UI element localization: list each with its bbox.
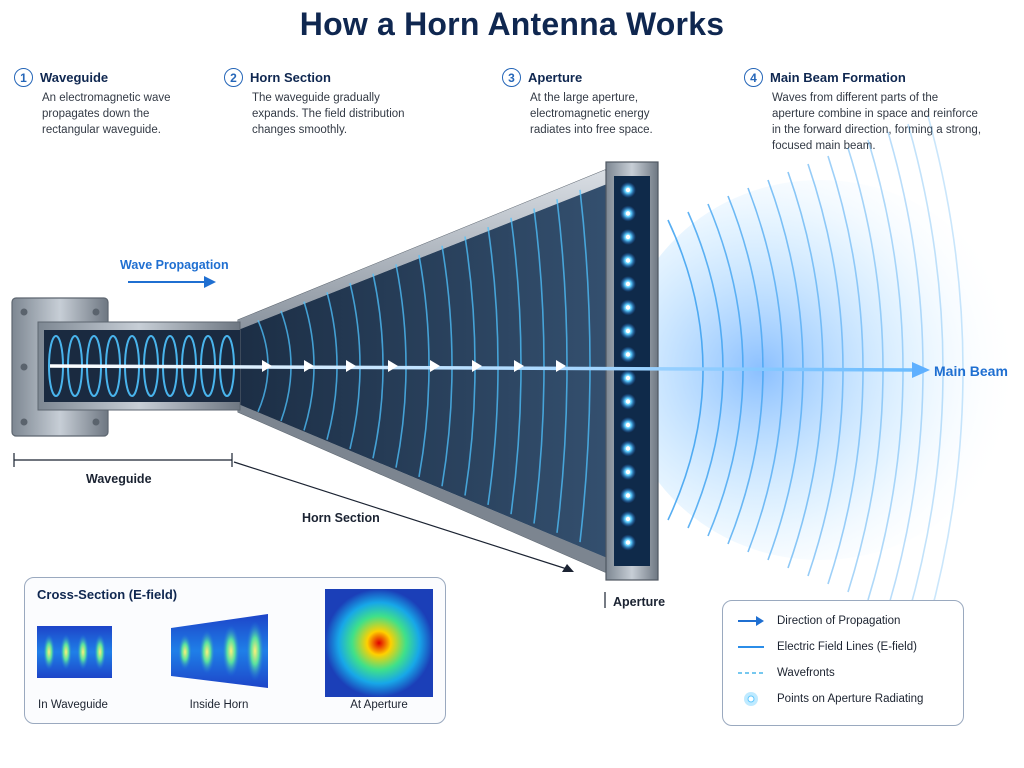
legend-item: Points on Aperture Radiating [737,692,924,706]
arrow-icon [737,615,765,627]
aperture-label: Aperture [613,595,666,609]
cross-section-label: At Aperture [350,699,408,711]
step-title: Waveguide [40,70,109,85]
glow-dot-icon [737,692,765,706]
field-arc [556,199,568,533]
cross-section-figures [37,589,433,697]
cross-section-waveguide [37,626,112,678]
aperture-point-core [625,422,631,428]
legend-label: Electric Field Lines (E-field) [777,641,917,653]
solid-line-icon [737,641,765,653]
cross-section-panel: Cross-Section (E-field) In Waveguide Ins… [24,577,446,724]
propagation-arrowhead [262,360,272,372]
cross-section-title: Cross-Section (E-field) [37,587,178,602]
step-body: The waveguide gradually expands. The fie… [252,92,405,136]
step-title: Main Beam Formation [770,70,906,85]
aperture-point-core [625,493,631,498]
step-waveguide: 1 Waveguide An electromagnetic wave prop… [14,68,254,138]
propagation-arrowhead [556,360,566,372]
legend-item: Direction of Propagation [737,615,900,627]
wave-propagation-arrowhead [204,276,216,288]
legend-label: Wavefronts [777,667,835,679]
beam-axis-line [49,364,919,372]
aperture-point-core [625,399,631,404]
field-arc [441,245,453,487]
wavefront-arc [907,123,944,617]
main-beam-label: Main Beam [934,363,1008,379]
step-number-badge: 2 [224,68,243,87]
aperture-point-core [625,211,631,216]
step-number-badge: 1 [14,68,33,87]
step-title: Aperture [528,70,583,85]
step-main-beam: 4 Main Beam Formation Waves from differe… [744,68,984,154]
step-number-badge: 4 [744,68,763,87]
legend-item: Wavefronts [737,667,835,679]
aperture-point-core [625,258,631,263]
wavefront-arc [927,115,964,625]
propagation-arrowhead [346,360,356,372]
aperture-point-core [625,352,631,357]
cross-section-aperture [325,589,433,697]
legend-label: Points on Aperture Radiating [777,693,924,705]
aperture-point-core [625,305,631,310]
propagation-arrowhead [514,360,524,372]
aperture-point-core [625,446,631,451]
aperture-radiating-points [620,182,636,551]
aperture-point-core [625,281,631,287]
horn-bottom-wall [238,404,612,572]
step-title: Horn Section [250,70,331,85]
legend: Direction of Propagation Electric Field … [722,600,964,726]
legend-item: Electric Field Lines (E-field) [737,641,917,653]
cross-section-label: Inside Horn [189,699,249,711]
aperture-point-core [625,234,631,240]
cross-section-label: In Waveguide [38,699,108,711]
propagation-arrowhead [472,360,482,372]
propagation-arrowhead [304,360,314,372]
aperture-point-core [625,187,631,193]
step-body: Waves from different parts of the apertu… [772,92,982,152]
flange-bolts [20,308,100,426]
aperture-point-core [625,375,631,381]
waveguide-label: Waveguide [86,472,152,486]
step-body: At the large aperture, electromagnetic e… [530,92,653,136]
propagation-arrowhead [388,360,398,372]
horn-dimension-arrowhead [562,564,574,572]
dashed-line-icon [737,667,765,679]
propagation-arrows [262,360,566,372]
aperture-point-core [625,469,631,475]
aperture-point-core [625,540,631,545]
horn-section-label: Horn Section [302,511,380,525]
page-title: How a Horn Antenna Works [299,6,725,42]
step-number-badge: 3 [502,68,521,87]
wave-propagation-label: Wave Propagation [120,258,229,272]
main-beam-arrowhead [912,362,930,378]
legend-label: Direction of Propagation [777,615,901,627]
step-horn-section: 2 Horn Section The waveguide gradually e… [224,68,464,138]
horn-interior [238,182,612,560]
horn-top-wall [238,170,612,330]
cross-section-inside-horn [171,614,268,688]
dimension-lines [13,453,606,608]
aperture-point-core [625,328,631,334]
aperture-point-core [625,516,631,522]
step-aperture: 3 Aperture At the large aperture, electr… [502,68,742,138]
propagation-arrowhead [430,360,440,372]
step-body: An electromagnetic wave propagates down … [42,92,171,136]
field-arc [579,189,591,543]
field-arc [487,227,499,505]
field-arc [533,208,545,524]
